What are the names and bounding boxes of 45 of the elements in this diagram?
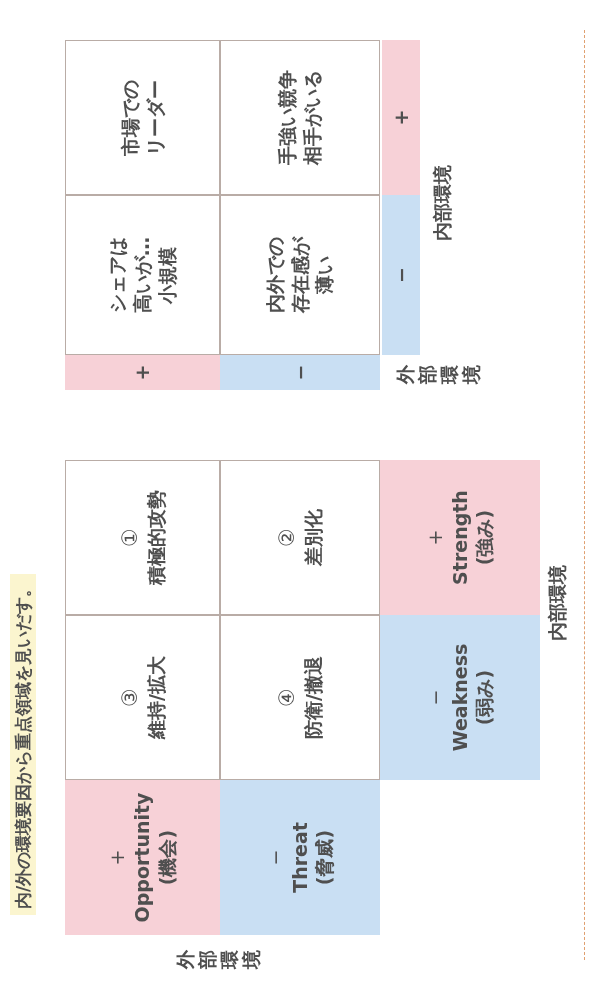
cell-text: 積極的攻勢 xyxy=(143,490,168,585)
matrix-cell xyxy=(220,195,380,355)
header-text: Threat (脅威) xyxy=(287,821,337,895)
axis-label: 内部環境 xyxy=(430,165,454,241)
circled-number: ① xyxy=(116,528,143,547)
axis-label: 内部環境 xyxy=(545,565,569,641)
minus-sign: − xyxy=(422,689,447,706)
plus-sign: + xyxy=(388,109,413,126)
minus-sign: − xyxy=(287,364,312,381)
circled-number: ② xyxy=(274,528,300,547)
header-cell xyxy=(380,460,540,615)
minus-sign: − xyxy=(262,849,287,866)
cell-text: 防衛/撤退 xyxy=(301,656,326,739)
plus-sign: + xyxy=(422,529,447,546)
header-text: Weakness (弱み) xyxy=(447,642,497,754)
cell-text: 市場でのリーダー xyxy=(117,78,167,157)
circled-number: ③ xyxy=(116,688,143,707)
title: 内/外の環境要因から重点領域を見いだす。 xyxy=(10,573,36,915)
cell-text: 維持/拡大 xyxy=(143,656,168,739)
cell-text: 内外での存在感が薄い xyxy=(262,236,337,314)
header-cell xyxy=(380,615,540,780)
header-cell xyxy=(220,780,380,935)
header-cell xyxy=(220,355,380,390)
header-cell xyxy=(65,780,220,935)
header-text: Opportunity (機会) xyxy=(130,791,179,924)
cell-text: シェアは高いが…小規模 xyxy=(105,236,179,314)
matrix-cell xyxy=(220,460,380,615)
plus-sign: + xyxy=(105,849,130,866)
matrix-cell xyxy=(65,615,220,780)
axis-label: 外部環境 xyxy=(175,949,263,971)
header-cell xyxy=(382,195,420,355)
matrix-cell xyxy=(65,40,220,195)
matrix-cell xyxy=(220,40,380,195)
plus-sign: + xyxy=(130,364,155,381)
cell-text: 手強い競争相手がいる xyxy=(275,69,324,166)
header-cell xyxy=(65,355,220,390)
matrix-cell xyxy=(65,195,220,355)
matrix-cell xyxy=(220,615,380,780)
circled-number: ④ xyxy=(274,688,300,707)
axis-label: 外部環境 xyxy=(395,364,483,386)
matrix-cell xyxy=(65,460,220,615)
header-cell xyxy=(382,40,420,195)
header-text: Strength (強み) xyxy=(447,489,497,587)
cell-text: 差別化 xyxy=(301,509,326,566)
minus-sign: − xyxy=(388,267,413,283)
